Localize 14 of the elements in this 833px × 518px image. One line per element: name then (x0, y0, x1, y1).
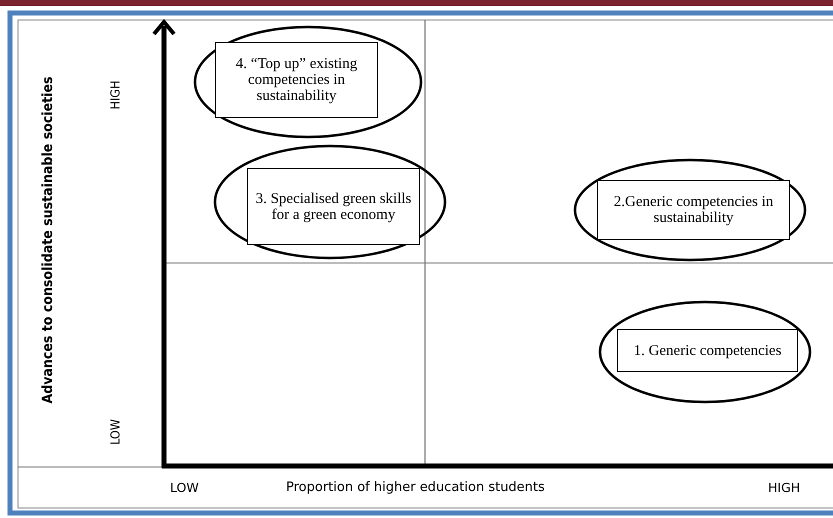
box-text: 3. Specialised green skills for a green economy (254, 190, 412, 222)
y-axis-title: Advances to consolidate sustainable societies (40, 76, 56, 404)
quadrant-box (215, 42, 378, 118)
quadrant-box (247, 168, 420, 245)
quadrant-box (597, 180, 790, 240)
axis-tick-label: LOW (108, 419, 122, 445)
axis-tick-label: LOW (170, 480, 199, 495)
axis-tick-label: HIGH (768, 480, 800, 495)
box-text: 1. Generic competencies (634, 342, 782, 358)
axis-tick-label: HIGH (108, 80, 122, 110)
box-text: 2.Generic competencies in sustainability (612, 194, 774, 226)
box-text: 4. “Top up” existing competencies in sustainability (234, 56, 358, 104)
quadrant-box (617, 329, 798, 372)
x-axis-title: Proportion of higher education students (286, 480, 545, 495)
